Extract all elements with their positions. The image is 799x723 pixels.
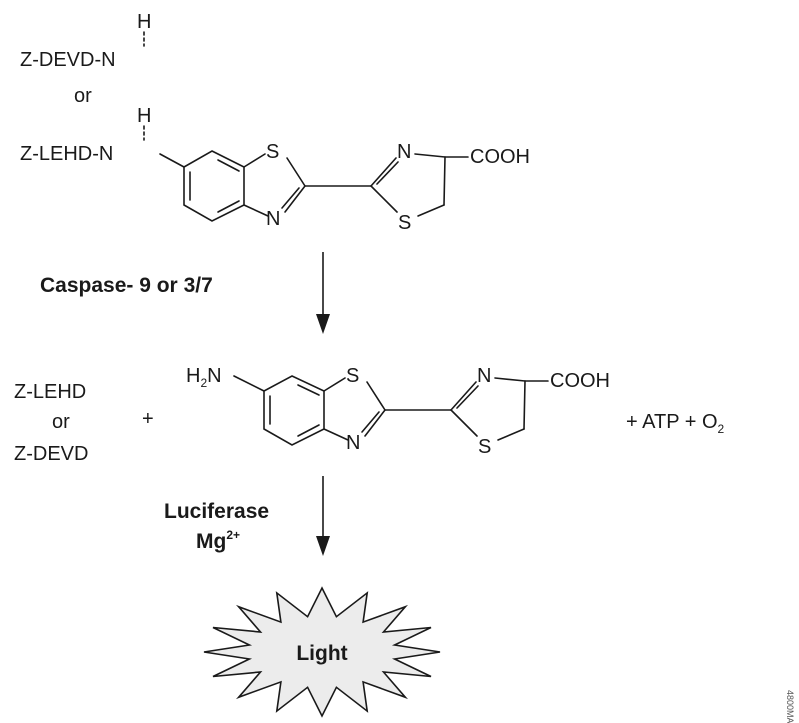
atom-n-thiazoline: N	[397, 141, 411, 163]
plus-sign: +	[142, 408, 154, 430]
luciferase-label: Luciferase	[164, 500, 269, 523]
benzene-ring-product	[263, 375, 325, 446]
product-or: or	[52, 411, 70, 433]
atom-s-benzothiazole-product: S	[346, 365, 359, 387]
atom-s-thiazoline-product: S	[478, 436, 491, 458]
mg-label: Mg2+	[196, 528, 240, 553]
cooh-group-top: COOH	[470, 146, 530, 168]
cooh-group-product: COOH	[550, 370, 610, 392]
benzene-ring	[183, 150, 245, 222]
substrate-seq-lehd: Z-LEHD-N	[20, 143, 113, 165]
aminoluciferin-structure: S N N S COOH	[263, 365, 610, 458]
watermark-code: 4800MA	[785, 690, 795, 723]
atom-s-thiazoline: S	[398, 212, 411, 234]
arrow-luciferase-head	[316, 536, 330, 556]
atom-n-thiazoline-product: N	[477, 365, 491, 387]
caspase-label: Caspase- 9 or 3/7	[40, 274, 213, 297]
atom-n-benzothiazole: N	[266, 208, 280, 230]
amine-label: H2N	[186, 365, 222, 390]
product-z-lehd: Z-LEHD	[14, 381, 86, 403]
atom-n-benzothiazole-product: N	[346, 432, 360, 454]
substrate-or: or	[74, 85, 92, 107]
substrate-seq-devd: Z-DEVD-N	[20, 49, 116, 71]
light-label: Light	[296, 642, 347, 665]
atp-o2-label: + ATP + O2	[626, 411, 725, 436]
substrate-h-top: H	[137, 11, 151, 33]
arrow-caspase-head	[316, 314, 330, 334]
substrate-h-bottom: H	[137, 105, 151, 127]
light-starburst	[203, 586, 441, 718]
atom-s-benzothiazole: S	[266, 141, 279, 163]
product-z-devd: Z-DEVD	[14, 443, 88, 465]
aminoluciferin-substrate-structure: S N N S COOH	[183, 141, 530, 234]
bond-nh-ring	[159, 153, 185, 168]
